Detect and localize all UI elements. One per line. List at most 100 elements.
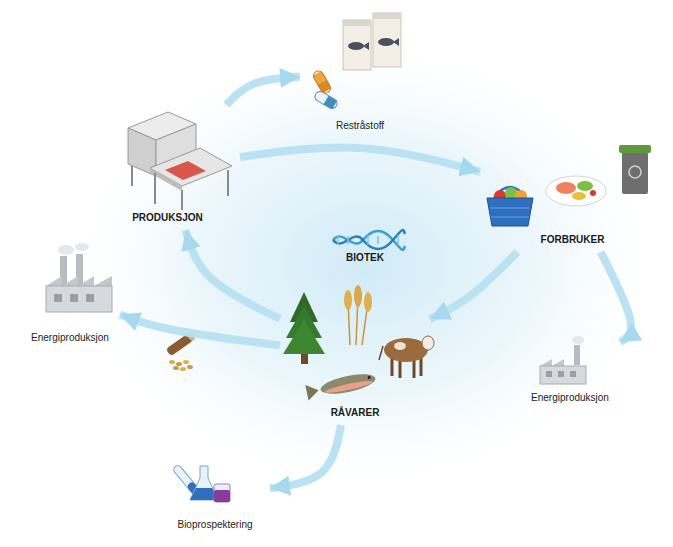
log-and-pellets-part-part: [186, 331, 196, 342]
food-plate: [546, 176, 606, 206]
node-label: BIOTEK: [344, 252, 386, 264]
production-machine-part: [181, 190, 183, 210]
production-machine: [128, 112, 232, 210]
lab-flasks-part: [214, 484, 230, 502]
dna-helix-part-part: [347, 236, 349, 244]
food-plate-part: [546, 176, 606, 206]
factory: [540, 336, 586, 384]
log-and-pellets-part: [166, 331, 197, 356]
salmon-part-part: [319, 370, 377, 397]
node-label: Energiproduksjon: [29, 332, 111, 344]
food-plate-part: [572, 192, 586, 200]
spruce-tree-part: [283, 320, 325, 354]
dna-helix-part: [333, 230, 405, 249]
stage-node: PRODUKSJON: [95, 105, 240, 230]
salmon-part-part: [305, 382, 320, 400]
flow-arrow: [226, 77, 300, 105]
factory-part: [540, 359, 586, 366]
fish-packet-part: [373, 13, 401, 67]
dna-helix-part: [333, 231, 405, 250]
wheat-part: [344, 290, 352, 310]
factory-part: [558, 371, 564, 377]
background-glow: [55, 30, 673, 500]
fish-packet-part: [343, 20, 371, 70]
energy-node: Energiproduksjon: [20, 240, 120, 350]
waste-bin: [619, 145, 651, 194]
cow: [379, 336, 434, 378]
food-plate-part: [590, 190, 596, 196]
fish-packet-part: [363, 42, 369, 50]
food-plate-part: [556, 182, 576, 194]
shopping-basket-part: [491, 217, 529, 218]
capsule-part: [313, 90, 339, 111]
node-label: Restråstoff: [334, 120, 386, 132]
dna-helix: [333, 230, 405, 250]
capsule: [312, 69, 333, 95]
production-machine-part: [154, 173, 156, 204]
log-and-pellets-part: [176, 362, 182, 366]
node-label: Energiproduksjon: [529, 392, 611, 404]
salmon-part: [305, 370, 377, 400]
salmon-part-part: [367, 376, 371, 380]
factory: [46, 243, 112, 312]
factory-part: [570, 371, 576, 377]
stage-node: FORBRUKER: [480, 140, 665, 252]
production-machine-part: [227, 170, 229, 196]
research-node: Bioprospektering: [160, 455, 270, 537]
lab-flasks: [172, 464, 230, 502]
flow-arrow: [240, 148, 480, 172]
shopping-basket-part: [487, 198, 533, 226]
flow-arrow: [120, 314, 280, 345]
factory-part: [572, 336, 584, 344]
waste-bin-part: [629, 166, 641, 178]
shopping-basket-part: [490, 208, 530, 209]
factory-part: [46, 276, 112, 286]
factory-part: [75, 243, 89, 251]
salmon: [305, 370, 377, 400]
fish-packet-part: [348, 42, 364, 50]
dna-helix-part-part: [377, 236, 379, 244]
flow-arrow: [186, 230, 280, 319]
stage-node: RÅVARER: [280, 285, 430, 425]
fish-packet-part: [393, 38, 399, 46]
factory-part: [546, 371, 552, 377]
shopping-basket: [487, 187, 533, 226]
flow-arrow: [601, 252, 631, 342]
dna-helix-part: [338, 235, 398, 245]
waste-bin-part: [619, 145, 651, 153]
capsule-part: [312, 69, 333, 95]
dna-helix-part-part: [337, 235, 339, 245]
log-and-pellets-part: [183, 360, 189, 364]
wheat-part: [354, 285, 362, 307]
cow-part: [384, 338, 428, 362]
wheat-part: [364, 292, 372, 312]
spruce-tree: [283, 292, 325, 364]
factory-part: [540, 366, 586, 384]
energy-node: Energiproduksjon: [520, 335, 620, 410]
log-and-pellets-part: [180, 367, 186, 371]
dna-helix-part-part: [367, 235, 369, 245]
fish-packet-part: [373, 13, 401, 19]
cow-part: [394, 342, 406, 350]
node-label: RÅVARER: [329, 407, 382, 419]
log-and-pellets-part: [187, 365, 193, 369]
production-machine-part: [150, 148, 232, 186]
fish-packet-part: [378, 38, 394, 46]
flow-arrow: [270, 425, 341, 488]
waste-bin-part: [622, 152, 648, 194]
center-node: BIOTEK: [325, 225, 405, 270]
factory-part: [70, 294, 78, 302]
cow-part: [379, 346, 383, 360]
node-label: Bioprospektering: [175, 519, 254, 531]
factory-part: [46, 286, 112, 312]
factory-part: [58, 245, 74, 255]
log-and-pellets-part: [173, 366, 179, 370]
factory-part: [86, 294, 94, 302]
lab-flasks-part: [214, 490, 230, 502]
wheat: [344, 285, 372, 345]
node-label: PRODUKSJON: [130, 212, 205, 224]
factory-part: [574, 345, 580, 365]
